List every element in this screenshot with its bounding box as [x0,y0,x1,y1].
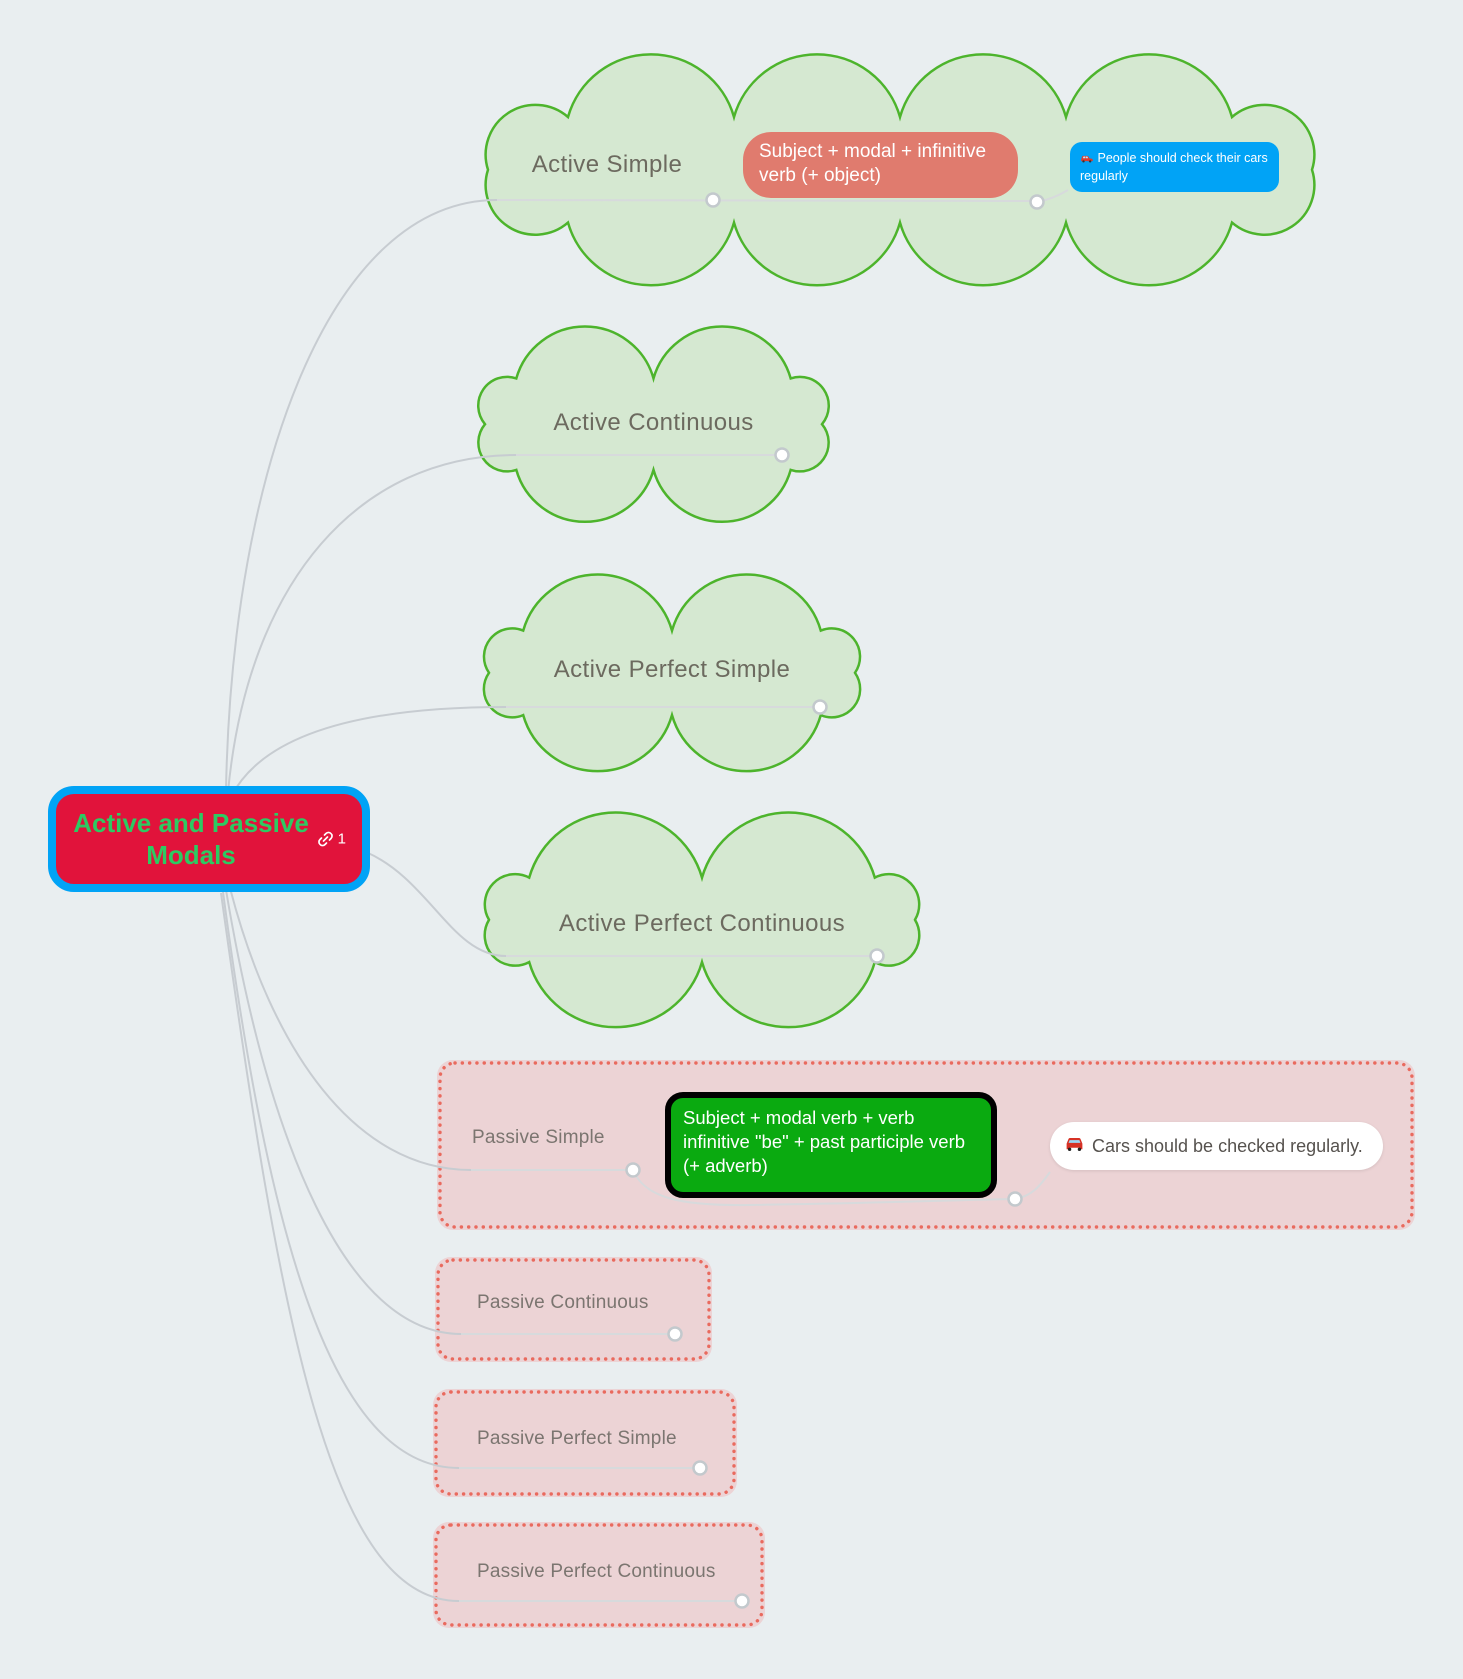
cloud-shape [477,325,830,523]
branch-active-perfect-continuous[interactable]: Active Perfect Continuous [483,811,921,1029]
branch-label: Active Continuous [553,409,754,436]
connector-handle[interactable] [1007,1191,1023,1207]
car-icon [1064,1132,1085,1160]
connector-curve [225,889,462,1335]
connector-handle[interactable] [625,1162,641,1178]
branch-label: Passive Perfect Continuous [477,1561,716,1582]
dotted-border [438,1061,1414,1229]
branch-active-perfect-simple[interactable]: Active Perfect Simple [482,573,862,773]
connector-handle[interactable] [774,447,790,463]
dotted-border [434,1390,736,1496]
connector-curve [229,887,472,1171]
formula-text: Subject + modal + infinitive verb (+ obj… [759,141,987,186]
connector-curve [227,454,517,793]
connector-curve [222,891,460,1469]
dotted-border [434,1523,764,1627]
node-underline [496,199,1031,202]
connector-handle[interactable] [869,948,885,964]
connector-handle[interactable] [667,1326,683,1342]
branch-active-continuous[interactable]: Active Continuous [477,316,830,524]
branch-label: Active Perfect Continuous [558,910,846,937]
connector-curve [632,1169,1014,1207]
formula-node-passive-simple[interactable]: Subject + modal verb + verb infinitive "… [665,1092,997,1198]
branch-label: Passive Continuous [477,1292,649,1313]
branch-label: Passive Simple [472,1127,605,1148]
connector-handle[interactable] [1029,194,1045,210]
example-node-active-simple[interactable]: People should check their cars regularly [1070,142,1279,192]
branch-label: Active Simple [531,151,683,178]
connector-curve [231,706,507,796]
connector-curve [365,851,507,957]
link-count: 1 [337,830,346,848]
cloud-shape [483,811,921,1029]
root-label: Active and Passive Modals [73,808,309,870]
link-badge[interactable]: 1 [317,831,346,848]
connector-curve [225,199,498,791]
example-node-passive-simple[interactable]: Cars should be checked regularly. [1050,1122,1383,1170]
formula-text: Subject + modal verb + verb infinitive "… [683,1107,966,1176]
connector-handle[interactable] [705,192,721,208]
connector-handle[interactable] [692,1460,708,1476]
branch-label: Active Perfect Simple [553,656,791,683]
branch-passive-continuous[interactable]: Passive Continuous [435,1257,712,1362]
branch-label: Passive Perfect Simple [477,1428,677,1449]
dotted-border [436,1258,711,1361]
cloud-shape [482,573,862,773]
connector-handle[interactable] [812,699,828,715]
example-text: Cars should be checked regularly. [1092,1136,1363,1156]
branch-passive-perfect-simple[interactable]: Passive Perfect Simple [433,1389,737,1497]
formula-node-active-simple[interactable]: Subject + modal + infinitive verb (+ obj… [743,132,1018,198]
connector-curve [220,892,460,1602]
root-node[interactable]: Active and Passive Modals 1 [48,786,370,892]
example-text: People should check their cars regularly [1080,151,1268,183]
link-icon [313,827,337,851]
branch-passive-perfect-continuous[interactable]: Passive Perfect Continuous [433,1522,765,1628]
car-icon [1080,152,1094,168]
connector-handle[interactable] [734,1593,750,1609]
